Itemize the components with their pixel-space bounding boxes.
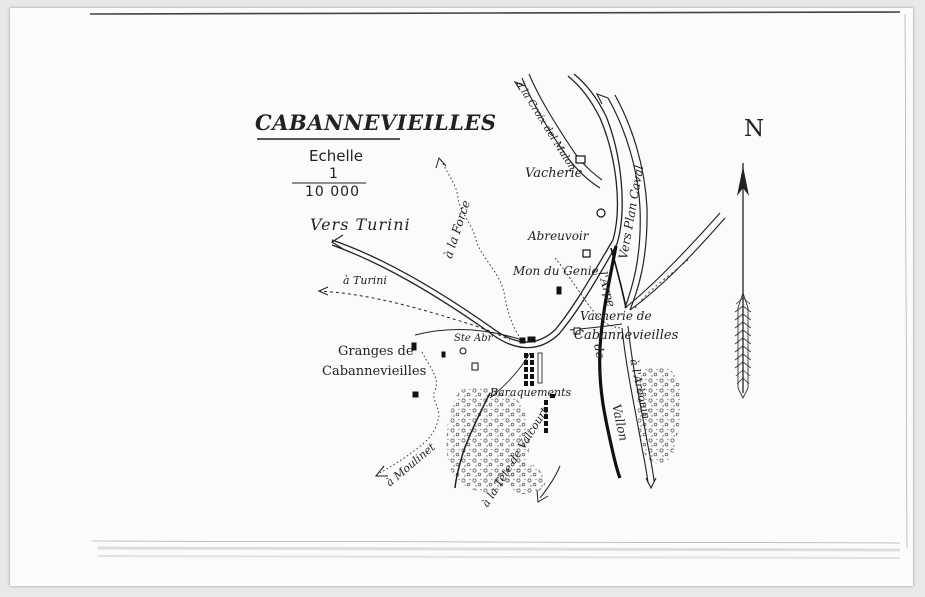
path-la-force	[440, 159, 521, 339]
sheet-border	[89, 11, 908, 559]
label-a-turini: à Turini	[343, 274, 387, 287]
arrow-plan-caval	[595, 93, 609, 105]
arrow-moulinet	[374, 465, 388, 477]
label-vacherie-de: Vacherie de	[580, 309, 652, 323]
stream-valcourt	[454, 392, 491, 489]
arrow-vers-turini	[330, 234, 344, 250]
arrow-la-force	[435, 156, 447, 169]
scale-numerator: 1	[329, 166, 338, 182]
label-baraquements: Baraquements	[490, 386, 572, 399]
map-drawing	[89, 11, 908, 559]
road-plan-caval	[607, 94, 648, 311]
arrow-croix-mulon	[513, 80, 526, 91]
buildings	[411, 155, 606, 398]
map-title: CABANNEVIEILLES	[255, 110, 497, 135]
label-cabannevieilles-vacherie: Cabannevieilles	[574, 328, 679, 343]
scale-denominator: 10 000	[305, 184, 360, 200]
baraquements-blocks	[524, 352, 555, 433]
path-moulinet	[379, 351, 440, 474]
path-turini	[317, 290, 511, 341]
north-arrow	[734, 163, 752, 400]
label-chapel: Ste Abr	[454, 333, 493, 344]
arrow-turini	[317, 286, 329, 296]
label-de: de	[591, 342, 608, 360]
label-vers-turini: Vers Turini	[310, 215, 411, 234]
road-arbouin	[621, 325, 655, 484]
forest-area-east	[637, 366, 681, 464]
label-granges-cabannevieilles: Cabannevieilles	[322, 364, 427, 379]
path-camp	[414, 328, 523, 341]
label-granges-de: Granges de	[338, 344, 414, 359]
label-abreuvoir: Abreuvoir	[528, 229, 589, 243]
arrow-valcourt	[536, 489, 549, 503]
forest-area-south	[507, 461, 546, 495]
stream-vallon-arpe	[598, 245, 622, 479]
north-label: N	[744, 116, 765, 142]
stream-branch	[610, 247, 627, 309]
arrow-arbouin	[645, 477, 657, 490]
label-maison-genie: Mon du Genie	[513, 264, 599, 278]
map-sheet: CABANNEVIEILLES Echelle 1 10 000 N Vache…	[10, 8, 913, 586]
main-road	[331, 73, 623, 349]
path-east-dashed	[634, 257, 691, 309]
scale-label: Echelle	[309, 147, 364, 165]
label-vacherie: Vacherie	[525, 166, 583, 181]
path-valcourt	[539, 465, 561, 499]
road-croix-mulon	[521, 73, 603, 189]
